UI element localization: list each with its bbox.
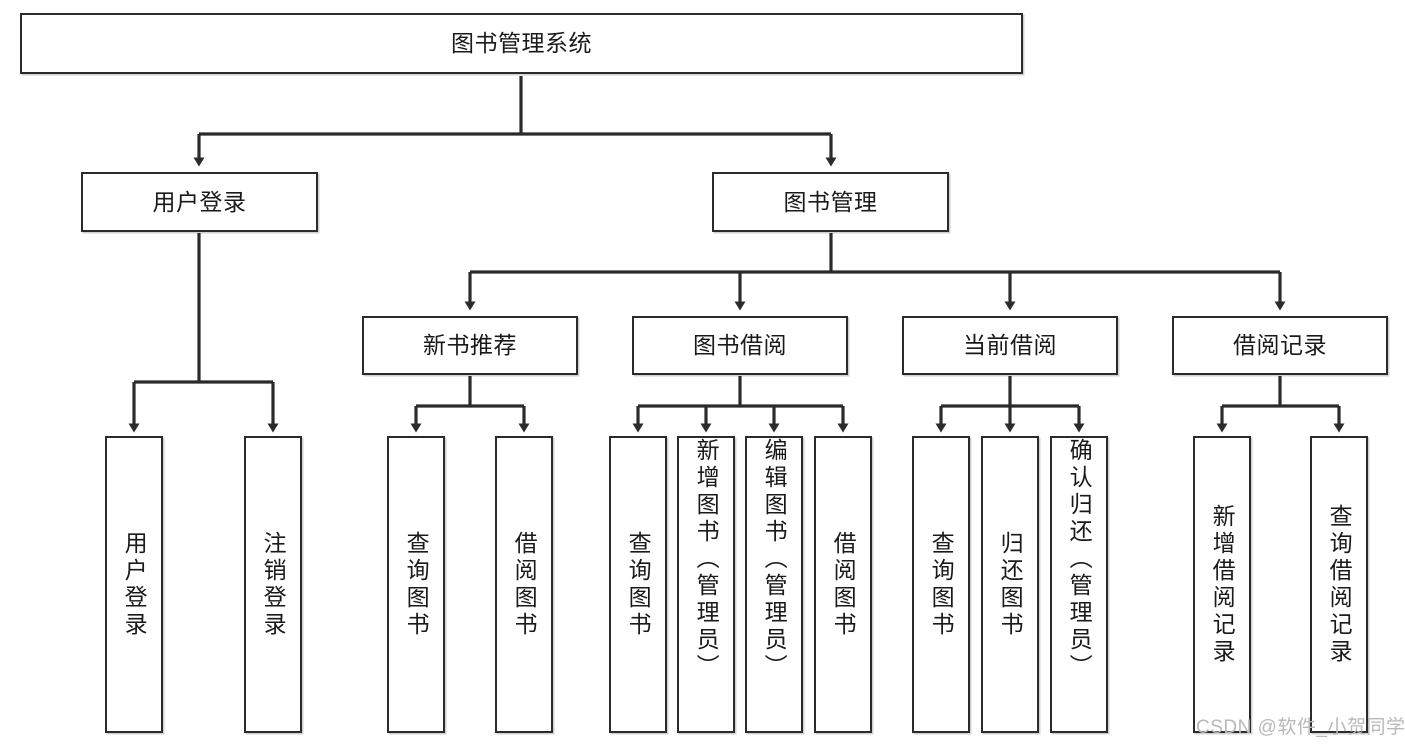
connectors-root-to-level1 — [193, 76, 837, 167]
node-label: 当前借阅 — [963, 332, 1057, 359]
connectors-borrowrecord-to-leaves — [1216, 376, 1345, 433]
node-label: 查询图书 — [625, 530, 652, 639]
node-label: 借阅图书 — [830, 530, 857, 639]
connectors-bookborrow-to-leaves — [632, 376, 849, 433]
node-label: 编辑图书（管理员） — [761, 438, 788, 681]
node-leaf-query-book-recommend[interactable]: 查询图书 — [387, 436, 445, 733]
node-label: 查询借阅记录 — [1326, 503, 1353, 666]
node-leaf-query-book-borrow[interactable]: 查询图书 — [609, 436, 667, 733]
connectors-bookmgmt-to-level2 — [464, 233, 1286, 311]
node-book-management[interactable]: 图书管理 — [712, 172, 949, 232]
node-new-book-recommend[interactable]: 新书推荐 — [362, 316, 578, 375]
node-borrow-record[interactable]: 借阅记录 — [1172, 316, 1388, 375]
node-label: 确认归还（管理员） — [1066, 438, 1093, 681]
node-label: 用户登录 — [152, 188, 247, 215]
node-label: 图书管理 — [783, 188, 878, 215]
node-label: 注销登录 — [260, 530, 287, 639]
node-leaf-query-book-current[interactable]: 查询图书 — [912, 436, 970, 733]
connectors-newbook-to-leaves — [410, 376, 530, 433]
node-label: 借阅记录 — [1233, 332, 1327, 359]
node-leaf-add-book-admin[interactable]: 新增图书（管理员） — [677, 436, 735, 733]
node-book-borrow[interactable]: 图书借阅 — [632, 316, 848, 375]
node-label: 用户登录 — [121, 530, 148, 639]
node-label: 查询图书 — [928, 530, 955, 639]
csdn-watermark: CSDN @软件_小贺同学 — [1196, 717, 1405, 738]
connectors-currentborrow-to-leaves — [935, 376, 1085, 433]
node-leaf-return-book[interactable]: 归还图书 — [981, 436, 1039, 733]
node-current-borrow[interactable]: 当前借阅 — [902, 316, 1118, 375]
node-label: 新书推荐 — [423, 332, 517, 359]
node-user-login[interactable]: 用户登录 — [81, 172, 318, 232]
node-leaf-borrow-book-recommend[interactable]: 借阅图书 — [495, 436, 553, 733]
node-leaf-user-login[interactable]: 用户登录 — [105, 436, 163, 733]
node-label: 归还图书 — [997, 530, 1024, 639]
node-label: 借阅图书 — [511, 530, 538, 639]
node-root-book-management-system[interactable]: 图书管理系统 — [20, 13, 1023, 74]
node-label: 查询图书 — [403, 530, 430, 639]
node-leaf-edit-book-admin[interactable]: 编辑图书（管理员） — [745, 436, 803, 733]
node-leaf-add-borrow-record[interactable]: 新增借阅记录 — [1193, 436, 1251, 733]
node-leaf-query-borrow-record[interactable]: 查询借阅记录 — [1310, 436, 1368, 733]
connectors-userlogin-to-leaves — [128, 233, 279, 433]
node-leaf-confirm-return-admin[interactable]: 确认归还（管理员） — [1050, 436, 1108, 733]
node-leaf-borrow-book[interactable]: 借阅图书 — [814, 436, 872, 733]
node-label: 图书借阅 — [693, 332, 787, 359]
node-label: 新增借阅记录 — [1209, 503, 1236, 666]
node-label: 新增图书（管理员） — [693, 438, 720, 681]
node-label: 图书管理系统 — [451, 30, 592, 57]
node-leaf-logout-login[interactable]: 注销登录 — [244, 436, 302, 733]
